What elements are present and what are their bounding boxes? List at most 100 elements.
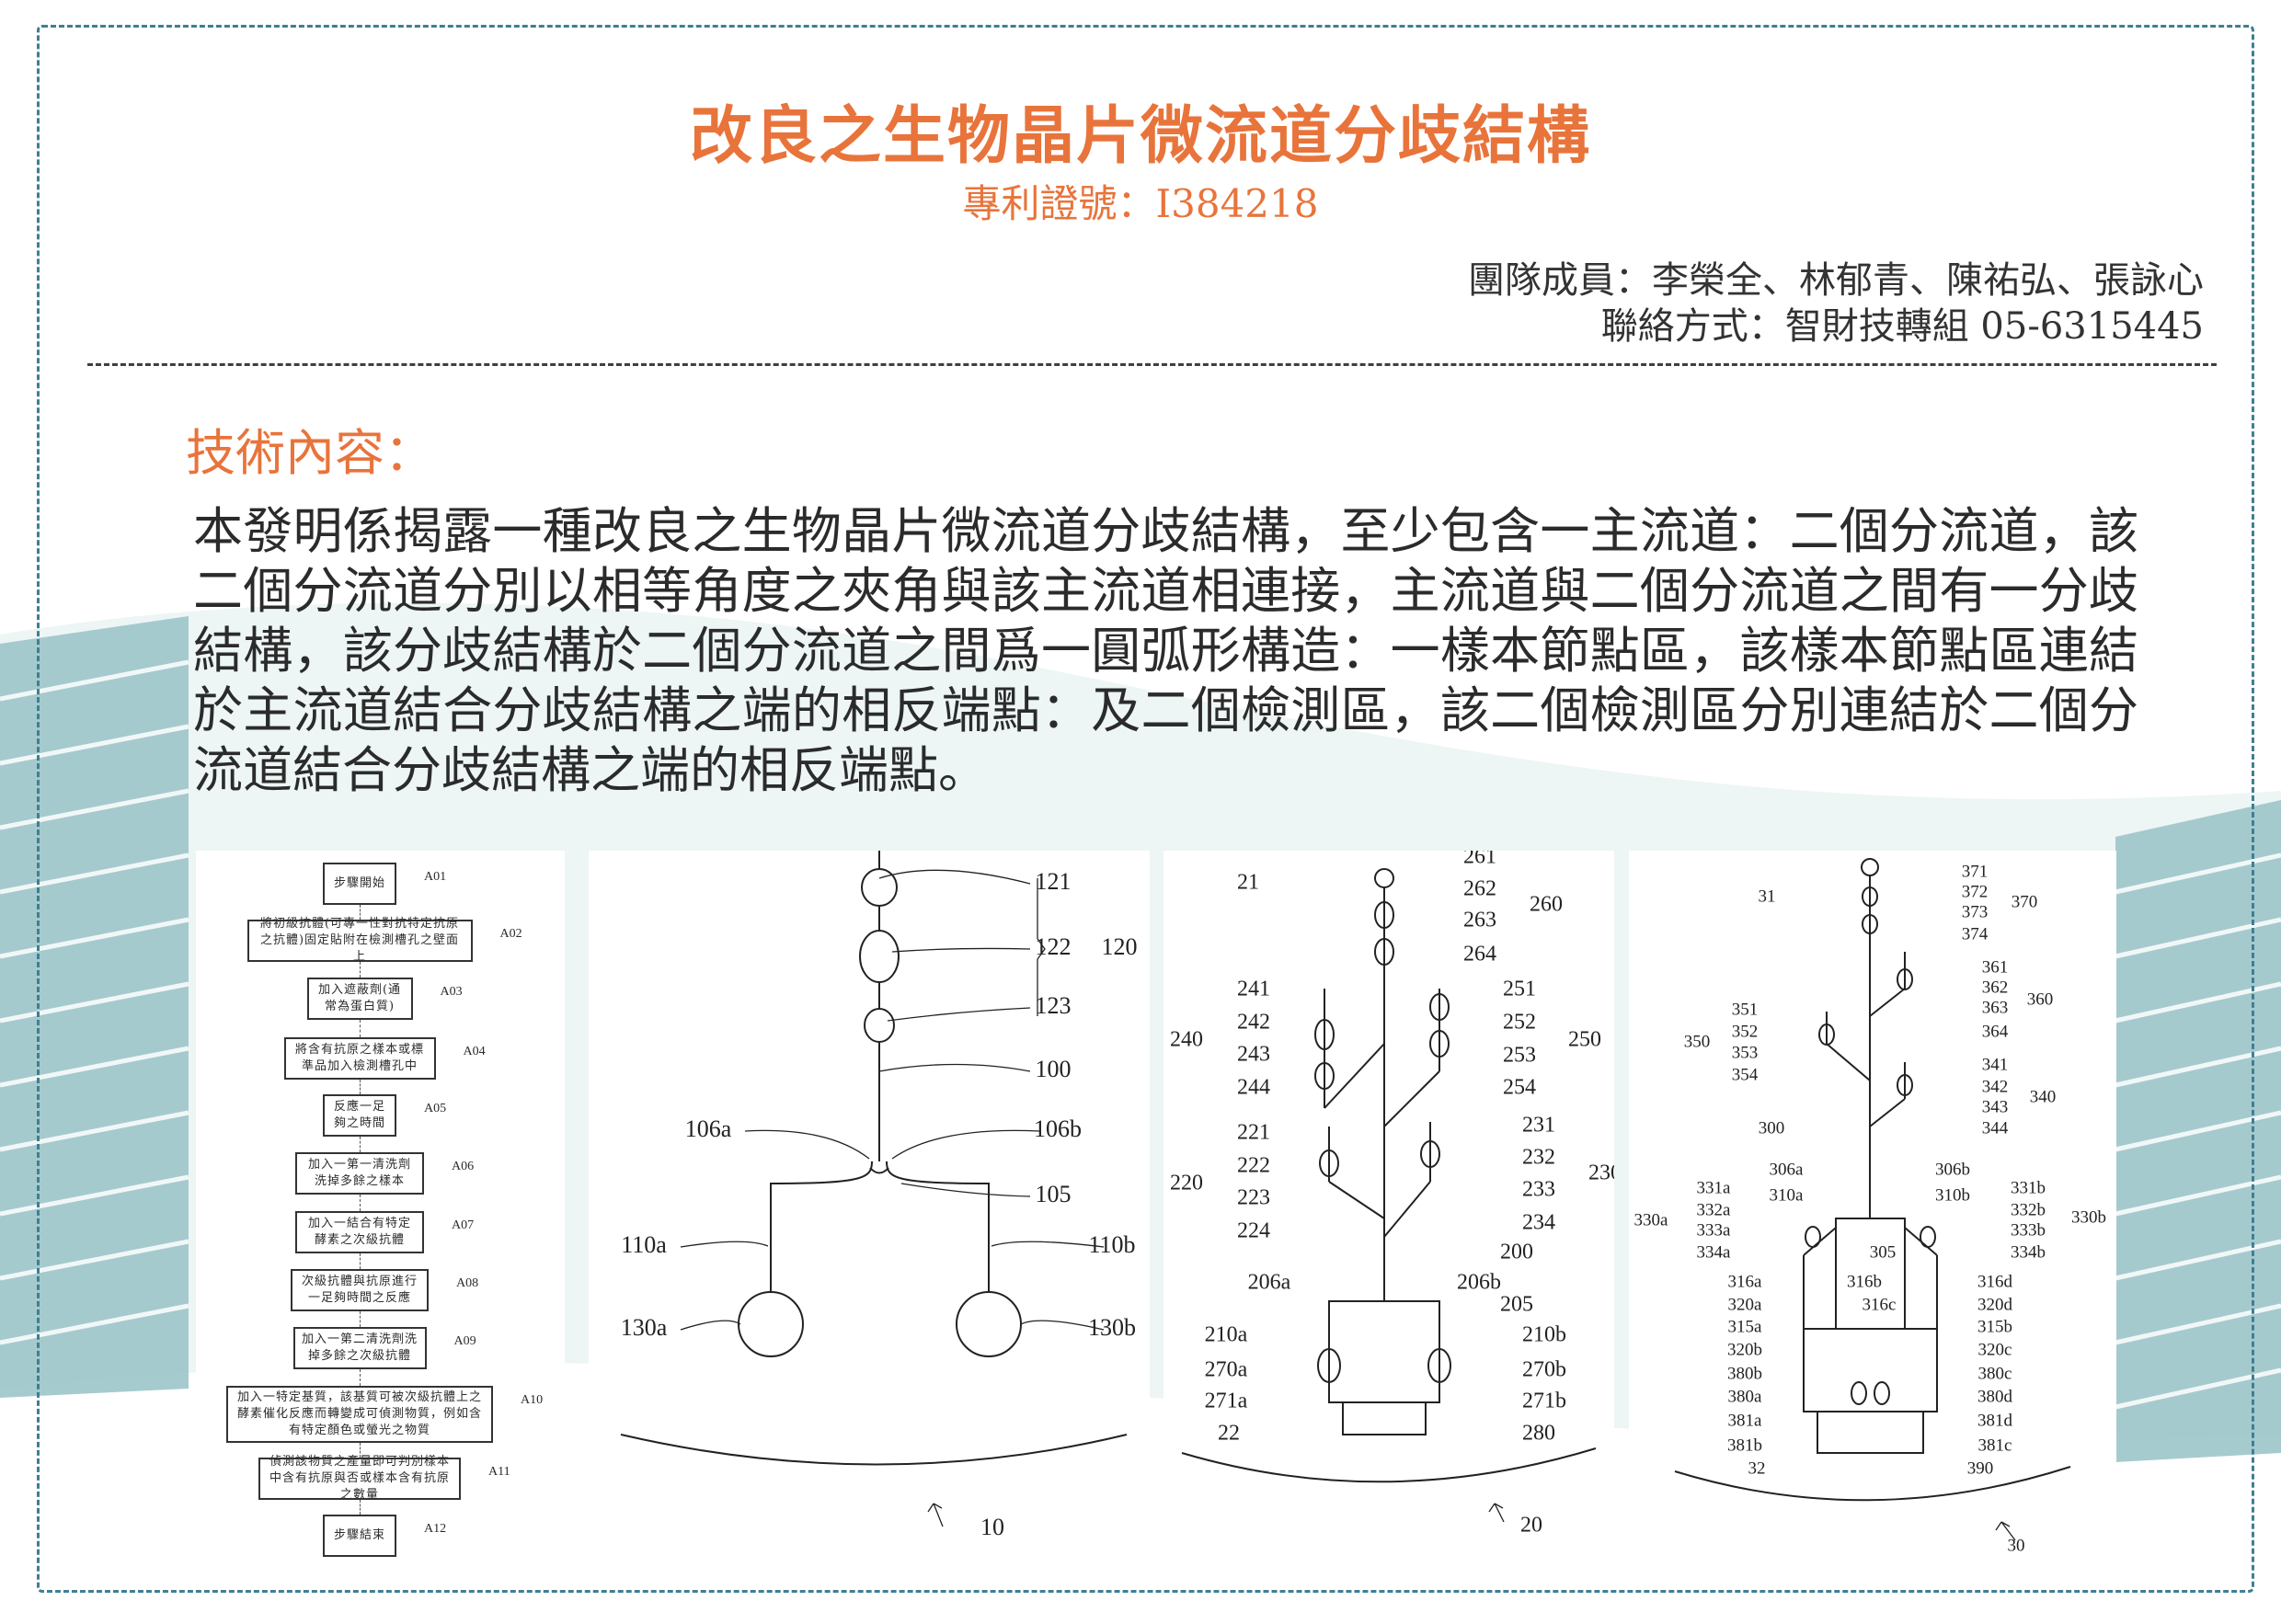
reference-numeral: 205 bbox=[1500, 1293, 1533, 1317]
flow-step-id: A08 bbox=[456, 1276, 478, 1291]
reference-numeral: 310a bbox=[1770, 1185, 1805, 1205]
reference-numeral: 332a bbox=[1697, 1200, 1732, 1219]
reference-numeral: 344 bbox=[1982, 1118, 2009, 1138]
figure-10-drawing: 121122123120100106a106b105110a110b130a13… bbox=[589, 851, 1150, 1563]
reference-numeral: 305 bbox=[1870, 1242, 1897, 1262]
flow-step-a07: 加入一結合有特定酵素之次級抗體 bbox=[295, 1211, 424, 1253]
team-members: 團隊成員：李榮全、林郁青、陳祐弘、張詠心 bbox=[1468, 257, 2204, 303]
reference-numeral: 270a bbox=[1205, 1358, 1248, 1382]
reference-numeral: 316b bbox=[1847, 1272, 1882, 1291]
reference-numeral: 361 bbox=[1982, 957, 2009, 977]
flow-step-a05: 反應一足夠之時間 bbox=[323, 1094, 396, 1137]
reference-numeral: 280 bbox=[1522, 1422, 1555, 1446]
flow-arrow bbox=[360, 1369, 361, 1386]
reference-numeral: 224 bbox=[1237, 1219, 1270, 1243]
flow-arrow bbox=[360, 1253, 361, 1269]
flow-step-a03: 加入遮蔽劑(通常為蛋白質) bbox=[307, 978, 413, 1020]
reference-numeral: 271a bbox=[1205, 1390, 1248, 1413]
reference-numeral: 262 bbox=[1463, 877, 1496, 901]
reference-numeral: 334b bbox=[2011, 1242, 2046, 1262]
flow-step-a06: 加入一第一清洗劑洗掉多餘之樣本 bbox=[295, 1152, 424, 1195]
flow-step-id: A09 bbox=[454, 1334, 476, 1349]
reference-numeral: 316d bbox=[1977, 1272, 2013, 1291]
reference-numeral: 320a bbox=[1728, 1295, 1763, 1314]
flow-arrow bbox=[360, 1020, 361, 1037]
reference-numeral: 316c bbox=[1863, 1295, 1897, 1314]
reference-numeral: 343 bbox=[1982, 1097, 2009, 1116]
page-title: 改良之生物晶片微流道分歧結構 bbox=[0, 85, 2281, 176]
section-body: 本發明係揭露一種改良之生物晶片微流道分歧結構，至少包含一主流道：二個分流道，該二… bbox=[193, 501, 2138, 800]
reference-numeral: 381d bbox=[1977, 1411, 2013, 1430]
reference-numeral: 263 bbox=[1463, 909, 1496, 932]
reference-numeral: 222 bbox=[1237, 1154, 1270, 1178]
reference-numeral: 122 bbox=[1036, 933, 1072, 960]
flow-step-a04: 將含有抗原之樣本或標準品加入檢測槽孔中 bbox=[284, 1037, 436, 1080]
reference-numeral: 264 bbox=[1463, 943, 1496, 966]
reference-numeral: 380a bbox=[1728, 1387, 1763, 1406]
reference-numeral: 110b bbox=[1088, 1231, 1135, 1258]
flow-step-id: A12 bbox=[424, 1522, 446, 1537]
figure-30-drawing: 3137137237337437036136236336436035135235… bbox=[1629, 851, 2116, 1568]
reference-numeral: 22 bbox=[1218, 1422, 1240, 1446]
reference-numeral: 381a bbox=[1728, 1411, 1763, 1430]
reference-numeral: 340 bbox=[2030, 1087, 2057, 1106]
reference-numeral: 20 bbox=[1520, 1514, 1542, 1538]
reference-numeral: 352 bbox=[1732, 1022, 1759, 1041]
reference-numeral: 120 bbox=[1102, 933, 1138, 960]
reference-numeral: 380c bbox=[1978, 1364, 2012, 1383]
reference-numeral: 106b bbox=[1034, 1115, 1082, 1142]
reference-numeral: 100 bbox=[1036, 1056, 1072, 1082]
reference-numeral: 254 bbox=[1503, 1076, 1536, 1100]
flow-step-a01: 步驟開始 bbox=[323, 863, 396, 905]
reference-numeral: 121 bbox=[1036, 868, 1072, 895]
reference-numeral: 210b bbox=[1522, 1323, 1566, 1347]
reference-numeral: 221 bbox=[1237, 1121, 1270, 1145]
reference-numeral: 331a bbox=[1697, 1178, 1732, 1197]
reference-numeral: 252 bbox=[1503, 1011, 1536, 1035]
reference-numeral: 231 bbox=[1522, 1114, 1555, 1138]
flow-step-id: A03 bbox=[441, 985, 463, 1000]
figure-10: 121122123120100106a106b105110a110b130a13… bbox=[589, 851, 1150, 1563]
reference-numeral: 360 bbox=[2027, 989, 2054, 1009]
flow-step-id: A02 bbox=[500, 927, 522, 942]
flow-step-a02: 將初級抗體(可專一性對抗特定抗原之抗體)固定貼附在檢測槽孔之壁面上 bbox=[247, 920, 473, 962]
reference-numeral: 130b bbox=[1088, 1314, 1136, 1341]
reference-numeral: 380b bbox=[1727, 1364, 1762, 1383]
reference-numeral: 330a bbox=[1634, 1210, 1669, 1229]
reference-numeral: 372 bbox=[1962, 882, 1989, 901]
flow-step-id: A07 bbox=[452, 1218, 474, 1233]
reference-numeral: 251 bbox=[1503, 978, 1536, 1001]
reference-numeral: 351 bbox=[1732, 1000, 1759, 1019]
flow-step-id: A01 bbox=[424, 870, 446, 885]
reference-numeral: 331b bbox=[2011, 1178, 2046, 1197]
reference-numeral: 362 bbox=[1982, 978, 2009, 997]
team-info: 團隊成員：李榮全、林郁青、陳祐弘、張詠心 聯絡方式：智財技轉組 05-63154… bbox=[1468, 257, 2204, 349]
reference-numeral: 270b bbox=[1522, 1358, 1566, 1382]
reference-numeral: 350 bbox=[1684, 1032, 1711, 1051]
flow-arrow bbox=[360, 1080, 361, 1094]
reference-numeral: 354 bbox=[1732, 1065, 1759, 1084]
flow-step-id: A11 bbox=[488, 1465, 510, 1480]
reference-numeral: 306a bbox=[1770, 1160, 1805, 1179]
reference-numeral: 105 bbox=[1036, 1181, 1072, 1207]
flow-arrow bbox=[360, 1500, 361, 1515]
contact-info: 聯絡方式：智財技轉組 05-6315445 bbox=[1468, 303, 2204, 349]
reference-numeral: 106a bbox=[685, 1115, 732, 1142]
flow-step-id: A10 bbox=[521, 1393, 543, 1408]
reference-numeral: 130a bbox=[621, 1314, 668, 1341]
reference-numeral: 364 bbox=[1982, 1022, 2009, 1041]
flow-arrow bbox=[360, 1137, 361, 1152]
reference-numeral: 244 bbox=[1237, 1076, 1270, 1100]
reference-numeral: 271b bbox=[1522, 1390, 1566, 1413]
reference-numeral: 381c bbox=[1978, 1435, 2012, 1455]
reference-numeral: 30 bbox=[2008, 1536, 2025, 1555]
reference-numeral: 315b bbox=[1977, 1317, 2012, 1336]
reference-numeral: 381b bbox=[1727, 1435, 1762, 1455]
reference-numeral: 316a bbox=[1728, 1272, 1763, 1291]
flow-step-a12: 步驟結束 bbox=[323, 1515, 396, 1557]
flow-step-a10: 加入一特定基質，該基質可被次級抗體上之酵素催化反應而轉變成可偵測物質，例如含有特… bbox=[226, 1386, 493, 1443]
reference-numeral: 320c bbox=[1978, 1340, 2012, 1359]
reference-numeral: 380d bbox=[1977, 1387, 2013, 1406]
flow-step-a11: 偵測該物質之產量即可判別樣本中含有抗原與否或樣本含有抗原之數量 bbox=[258, 1458, 461, 1500]
flow-step-a08: 次級抗體與抗原進行一足夠時間之反應 bbox=[291, 1269, 429, 1311]
